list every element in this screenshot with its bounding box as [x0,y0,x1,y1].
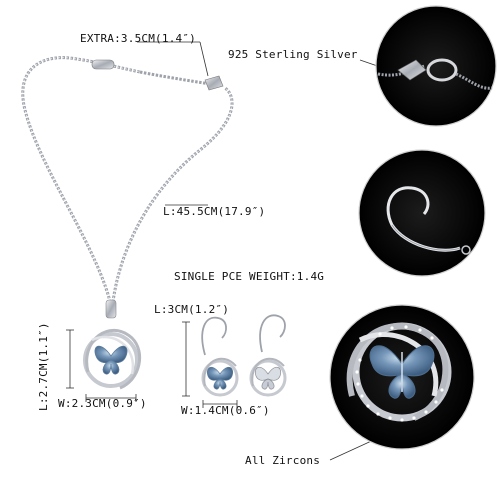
dimension-lines [66,41,396,461]
pendant [83,299,142,390]
extra-length-label: EXTRA:3.5CM(1.4″) [80,32,196,45]
pendant-height-label: L:2.7CM(1.1″) [37,322,50,411]
chain-length-label: L:45.5CM(17.9″) [163,205,266,218]
detail-clasp [375,5,497,127]
detail-hook [358,149,486,277]
zircons-label: All Zircons [245,454,321,467]
earring-width-label: W:1.4CM(0.6″) [181,404,270,417]
earring-right [249,314,287,397]
detail-pendant [329,304,475,450]
earring-length-label: L:3CM(1.2″) [154,303,230,316]
earring-left [201,316,239,397]
piece-weight-label: SINGLE PCE WEIGHT:1.4G [174,270,325,283]
pendant-width-label: W:2.3CM(0.9″) [58,397,147,410]
material-label: 925 Sterling Silver [228,48,358,61]
clasp [91,59,115,70]
end-tag [204,75,224,91]
necklace-chain [21,56,234,311]
